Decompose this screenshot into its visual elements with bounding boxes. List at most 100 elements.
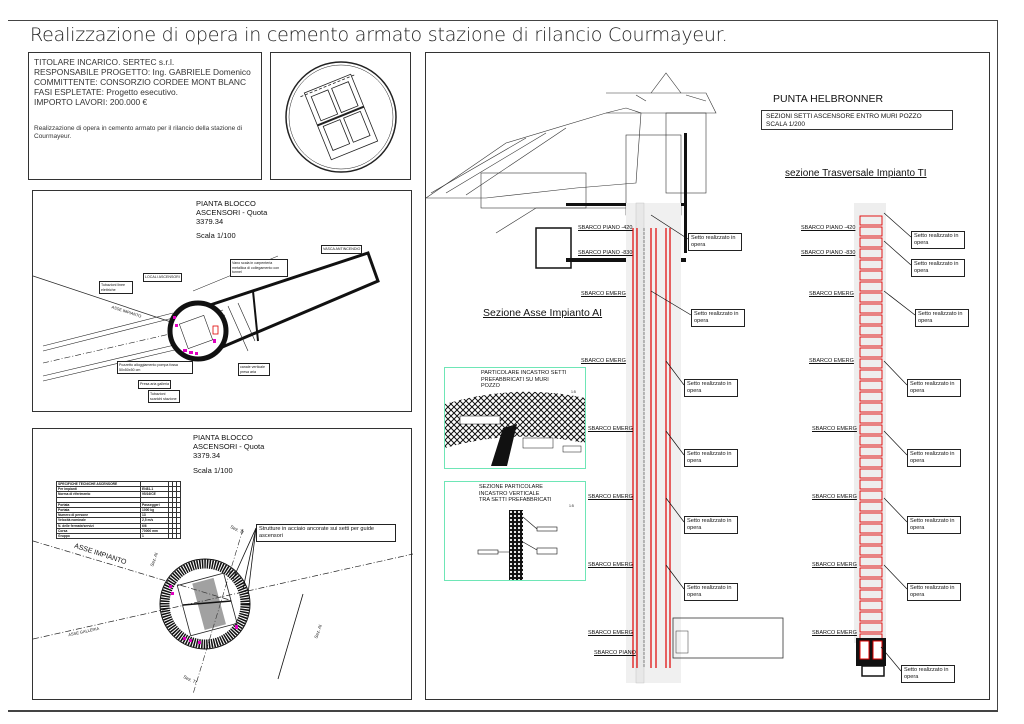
plan-1-scale: Scala 1/100 bbox=[196, 231, 236, 240]
level-label: SBARCO EMERG bbox=[809, 358, 854, 364]
level-label: SBARCO EMERG bbox=[588, 494, 633, 500]
plan-2-scale: Scala 1/100 bbox=[193, 466, 233, 475]
leader-line bbox=[883, 564, 908, 590]
key-plan-drawing bbox=[285, 61, 397, 173]
spec-cell bbox=[175, 532, 182, 540]
leader-line bbox=[880, 646, 902, 672]
setto-note: Setto realizzato in opera bbox=[684, 449, 738, 467]
setto-segment bbox=[859, 523, 883, 534]
panel-heading: PUNTA HELBRONNER bbox=[773, 93, 884, 105]
detail-2-title: SEZIONE PARTICOLARE INCASTRO VERTICALE T… bbox=[479, 484, 551, 504]
title-line: 3379.34 bbox=[196, 217, 224, 226]
note-pozzetto: Pozzetto alloggiamento pompa fossa 50x50… bbox=[117, 361, 193, 374]
leader-line bbox=[883, 290, 916, 316]
setto-segment bbox=[859, 226, 883, 237]
setto-segment bbox=[859, 292, 883, 303]
info-line: COMMITTENTE: CONSORZIO CORDEE MONT BLANC bbox=[34, 77, 247, 87]
leader-line bbox=[883, 212, 912, 238]
note-vasca: VASCA ANTINCENDIO bbox=[321, 245, 363, 254]
setto-note: Setto realizzato in opera bbox=[907, 516, 961, 534]
setto-note: Setto realizzato in opera bbox=[684, 516, 738, 534]
setto-note: Setto realizzato in opera bbox=[911, 231, 965, 249]
level-label: SBARCO PIANO -420 bbox=[578, 225, 633, 231]
setto-segment bbox=[859, 237, 883, 248]
level-label: SBARCO EMERG bbox=[581, 358, 626, 364]
setto-segment bbox=[859, 567, 883, 578]
note-tubazioni-scarichi: Tubazioni scarichi stazione bbox=[148, 390, 180, 403]
note-strutture: Strutture in acciaio ancorate sui setti … bbox=[256, 524, 396, 542]
leader-line bbox=[650, 290, 692, 316]
level-label: SBARCO PIANO bbox=[594, 650, 636, 656]
setto-segment bbox=[859, 545, 883, 556]
leader-line bbox=[665, 564, 685, 590]
setto-segment bbox=[859, 512, 883, 523]
project-info-box: TITOLARE INCARICO. SERTEC s.r.l. RESPONS… bbox=[28, 52, 262, 180]
info-line: TITOLARE INCARICO. SERTEC s.r.l. bbox=[34, 57, 175, 67]
setto-segment bbox=[859, 391, 883, 402]
level-label: SBARCO PIANO -830 bbox=[578, 250, 633, 256]
info-line: RESPONSABILE PROGETTO: Ing. GABRIELE Dom… bbox=[34, 67, 251, 77]
setto-note: Setto realizzato in opera bbox=[907, 583, 961, 601]
title-line: PREFABBRICATI SU MURI bbox=[481, 376, 549, 383]
section-ai-title: Sezione Asse Impianto AI bbox=[483, 307, 603, 319]
leader-line bbox=[883, 497, 908, 523]
project-description: Realizzazione di opera in cemento armato… bbox=[34, 125, 243, 140]
title-line: PIANTA BLOCCO bbox=[193, 433, 253, 442]
sheet-frame bbox=[8, 20, 998, 712]
note-canale: canale verticale presa aria bbox=[238, 363, 270, 376]
page-title: Realizzazione di opera in cemento armato… bbox=[30, 24, 728, 46]
setto-segment bbox=[859, 479, 883, 490]
setto-segment bbox=[859, 270, 883, 281]
level-label: SBARCO EMERG bbox=[812, 426, 857, 432]
setto-segment bbox=[859, 402, 883, 413]
plan-2-drawing bbox=[33, 527, 413, 695]
setto-segment bbox=[859, 358, 883, 369]
level-label: SBARCO EMERG bbox=[812, 562, 857, 568]
subtitle-line: SCALA 1/200 bbox=[766, 121, 806, 128]
leader-line bbox=[883, 430, 908, 456]
setto-segment bbox=[859, 501, 883, 512]
setto-segment bbox=[859, 622, 883, 633]
setto-segment bbox=[859, 325, 883, 336]
setto-segment bbox=[859, 413, 883, 424]
detail-incastro-verticale: SEZIONE PARTICOLARE INCASTRO VERTICALE T… bbox=[444, 481, 586, 581]
setto-segment bbox=[859, 446, 883, 457]
spec-cell: 1 bbox=[140, 532, 169, 540]
setto-note: Setto realizzato in opera bbox=[901, 665, 955, 683]
level-label: SBARCO EMERG bbox=[588, 630, 633, 636]
setto-segment bbox=[859, 534, 883, 545]
setto-segment bbox=[859, 314, 883, 325]
key-plan bbox=[270, 52, 411, 180]
title-line: INCASTRO VERTICALE bbox=[479, 490, 540, 497]
setto-note: Setto realizzato in opera bbox=[907, 449, 961, 467]
setto-segment bbox=[859, 369, 883, 380]
sections-panel: PUNTA HELBRONNER SEZIONI SETTI ASCENSORE… bbox=[425, 52, 990, 700]
plan-1-drawing bbox=[33, 251, 380, 382]
leader-line bbox=[665, 360, 685, 386]
note-presa-aria: Presa aria galleria bbox=[138, 380, 171, 389]
setto-segment bbox=[859, 490, 883, 501]
leader-line bbox=[665, 430, 685, 456]
level-label: SBARCO EMERG bbox=[812, 494, 857, 500]
spec-cell: Gruppo bbox=[55, 532, 142, 540]
setto-segment bbox=[859, 281, 883, 292]
setto-segment bbox=[859, 578, 883, 589]
setto-note: Setto realizzato in opera bbox=[907, 379, 961, 397]
leader-line bbox=[883, 240, 912, 266]
leader-line bbox=[650, 214, 689, 240]
plan-view-1: PIANTA BLOCCO ASCENSORI - Quota 3379.34 … bbox=[32, 190, 412, 412]
setto-segment bbox=[859, 347, 883, 358]
setto-segment bbox=[859, 556, 883, 567]
plan-view-2: PIANTA BLOCCO ASCENSORI - Quota 3379.34 … bbox=[32, 428, 413, 700]
title-line: TRA SETTI PREFABBRICATI bbox=[479, 497, 552, 503]
setto-segment bbox=[859, 457, 883, 468]
level-label: SBARCO PIANO -420 bbox=[801, 225, 856, 231]
setto-segment bbox=[859, 248, 883, 259]
level-label: SBARCO EMERG bbox=[581, 291, 626, 297]
leader-line bbox=[665, 497, 685, 523]
setto-segment bbox=[859, 435, 883, 446]
detail-incastro-setti: PARTICOLARE INCASTRO SETTI PREFABBRICATI… bbox=[444, 367, 586, 469]
plan-2-title: PIANTA BLOCCO ASCENSORI - Quota 3379.34 bbox=[193, 433, 264, 460]
